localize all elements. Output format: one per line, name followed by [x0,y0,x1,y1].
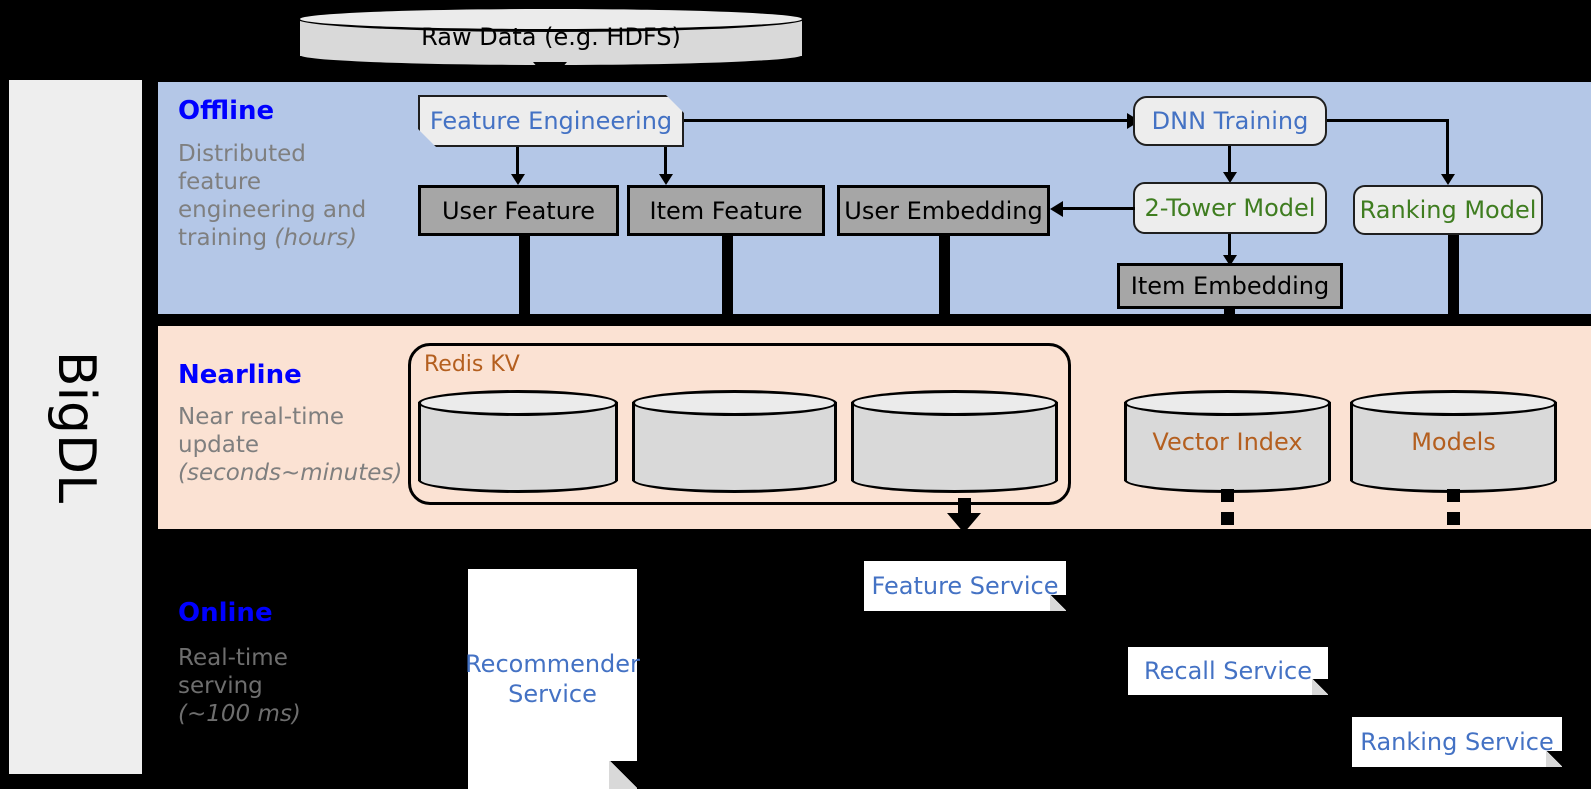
dash-models-1 [1447,489,1460,502]
connector-dnn-twotower [1228,146,1231,176]
node-recall-service[interactable]: Recall Service [1128,647,1328,695]
nearline-desc-l2: update [178,432,260,459]
recommender-service-label-l1: Recommender [465,650,640,678]
arrow-fe-userfeature [511,174,525,185]
redis-kv-label: Redis KV [424,352,520,377]
user-embedding-label: User Embedding [844,196,1043,225]
store-cylinder-user-feature[interactable] [418,390,618,493]
offline-desc-l4: training [178,225,275,252]
arrow-twotower-userembedding [1050,201,1063,217]
dash-vectorindex-2 [1221,512,1234,525]
store-cylinder-user-embedding[interactable] [851,390,1058,493]
arrow-fe-itemfeature [659,174,673,185]
connector-fe-itemfeature [664,147,667,177]
node-ranking-model[interactable]: Ranking Model [1353,185,1543,235]
recommender-service-label-l2: Service [508,680,597,708]
recall-service-label: Recall Service [1144,657,1312,685]
online-desc-l2: serving [178,673,263,700]
node-feature-service[interactable]: Feature Service [864,561,1066,611]
node-user-feature[interactable]: User Feature [418,185,619,236]
arrow-dnn-twotower [1223,172,1237,183]
node-recommender-service[interactable]: Recommender Service [465,569,640,789]
store-cylinder-item-feature[interactable] [632,390,837,493]
connector-dnn-ranking-h [1327,119,1449,122]
vector-index-cylinder[interactable]: Vector Index [1124,390,1331,493]
page-fold-icon [1050,595,1066,611]
node-feature-engineering[interactable]: Feature Engineering [418,95,684,147]
arrow-rawdata-fe [533,62,567,82]
connector-redis-featureservice [958,498,971,516]
vector-index-label: Vector Index [1152,427,1303,456]
dnn-training-label: DNN Training [1151,107,1309,135]
dash-vectorindex-1 [1221,489,1234,502]
node-user-embedding[interactable]: User Embedding [837,185,1050,236]
user-feature-label: User Feature [441,196,596,225]
connector-dnn-ranking-v [1446,119,1449,177]
page-fold-icon [609,761,637,789]
nearline-desc-italic: (seconds~minutes) [178,460,403,487]
page-fold-icon [1312,679,1328,695]
arrow-redis-featureservice [947,513,981,533]
group-redis-kv [408,343,1071,505]
connector-fe-dnn [684,119,1132,122]
offline-title: Offline [178,96,275,126]
connector-itemfeature-store2 [722,236,733,379]
dash-models-2 [1447,512,1460,525]
online-desc-italic: (~100 ms) [178,701,301,728]
offline-desc-l3: engineering and [178,197,367,224]
page-fold-icon [1546,751,1562,767]
two-tower-model-label: 2-Tower Model [1144,194,1316,222]
node-two-tower-model[interactable]: 2-Tower Model [1133,182,1327,234]
connector-twotower-userembedding [1063,207,1135,210]
node-ranking-service[interactable]: Ranking Service [1352,717,1562,767]
nearline-description: Near real-time update (seconds~minutes) [178,403,413,487]
bigdl-sidebar: BigDL [6,77,145,777]
ranking-service-label: Ranking Service [1360,728,1554,756]
nearline-title: Nearline [178,360,302,390]
connector-rankingmodel-models [1448,235,1459,387]
connector-fe-userfeature [516,147,519,177]
item-embedding-label: Item Embedding [1130,272,1330,300]
bigdl-label: BigDL [45,350,106,504]
offline-description: Distributed feature engineering and trai… [178,140,393,252]
raw-data-cylinder: Raw Data (e.g. HDFS) [297,6,805,68]
cylinder-top [851,390,1058,416]
online-desc-l1: Real-time [178,645,288,671]
nearline-desc-l1: Near real-time [178,404,345,430]
arrow-twotower-itemembedding [1223,255,1237,266]
raw-data-label: Raw Data (e.g. HDFS) [421,23,681,51]
feature-engineering-label: Feature Engineering [429,107,673,135]
models-label: Models [1411,427,1496,456]
connector-twotower-itemembedding [1228,234,1231,260]
node-item-feature[interactable]: Item Feature [627,185,825,236]
arrow-dnn-ranking [1441,174,1455,185]
item-feature-label: Item Feature [649,196,803,225]
connector-userembedding-store3 [939,236,950,379]
connector-userfeature-store1 [519,236,530,395]
online-title: Online [178,598,273,628]
offline-desc-l2: feature [178,169,262,196]
models-cylinder[interactable]: Models [1350,390,1557,493]
ranking-model-label: Ranking Model [1359,196,1537,224]
offline-desc-italic: (hours) [274,225,358,252]
offline-desc-l1: Distributed [178,141,306,167]
cylinder-top [418,390,618,416]
online-description: Real-time serving (~100 ms) [178,644,398,728]
cylinder-top [632,390,837,416]
cylinder-top [1350,390,1557,416]
cylinder-top [297,6,805,32]
node-item-embedding[interactable]: Item Embedding [1117,263,1343,309]
cylinder-top [1124,390,1331,416]
feature-service-label: Feature Service [871,572,1059,600]
node-dnn-training[interactable]: DNN Training [1133,96,1327,146]
